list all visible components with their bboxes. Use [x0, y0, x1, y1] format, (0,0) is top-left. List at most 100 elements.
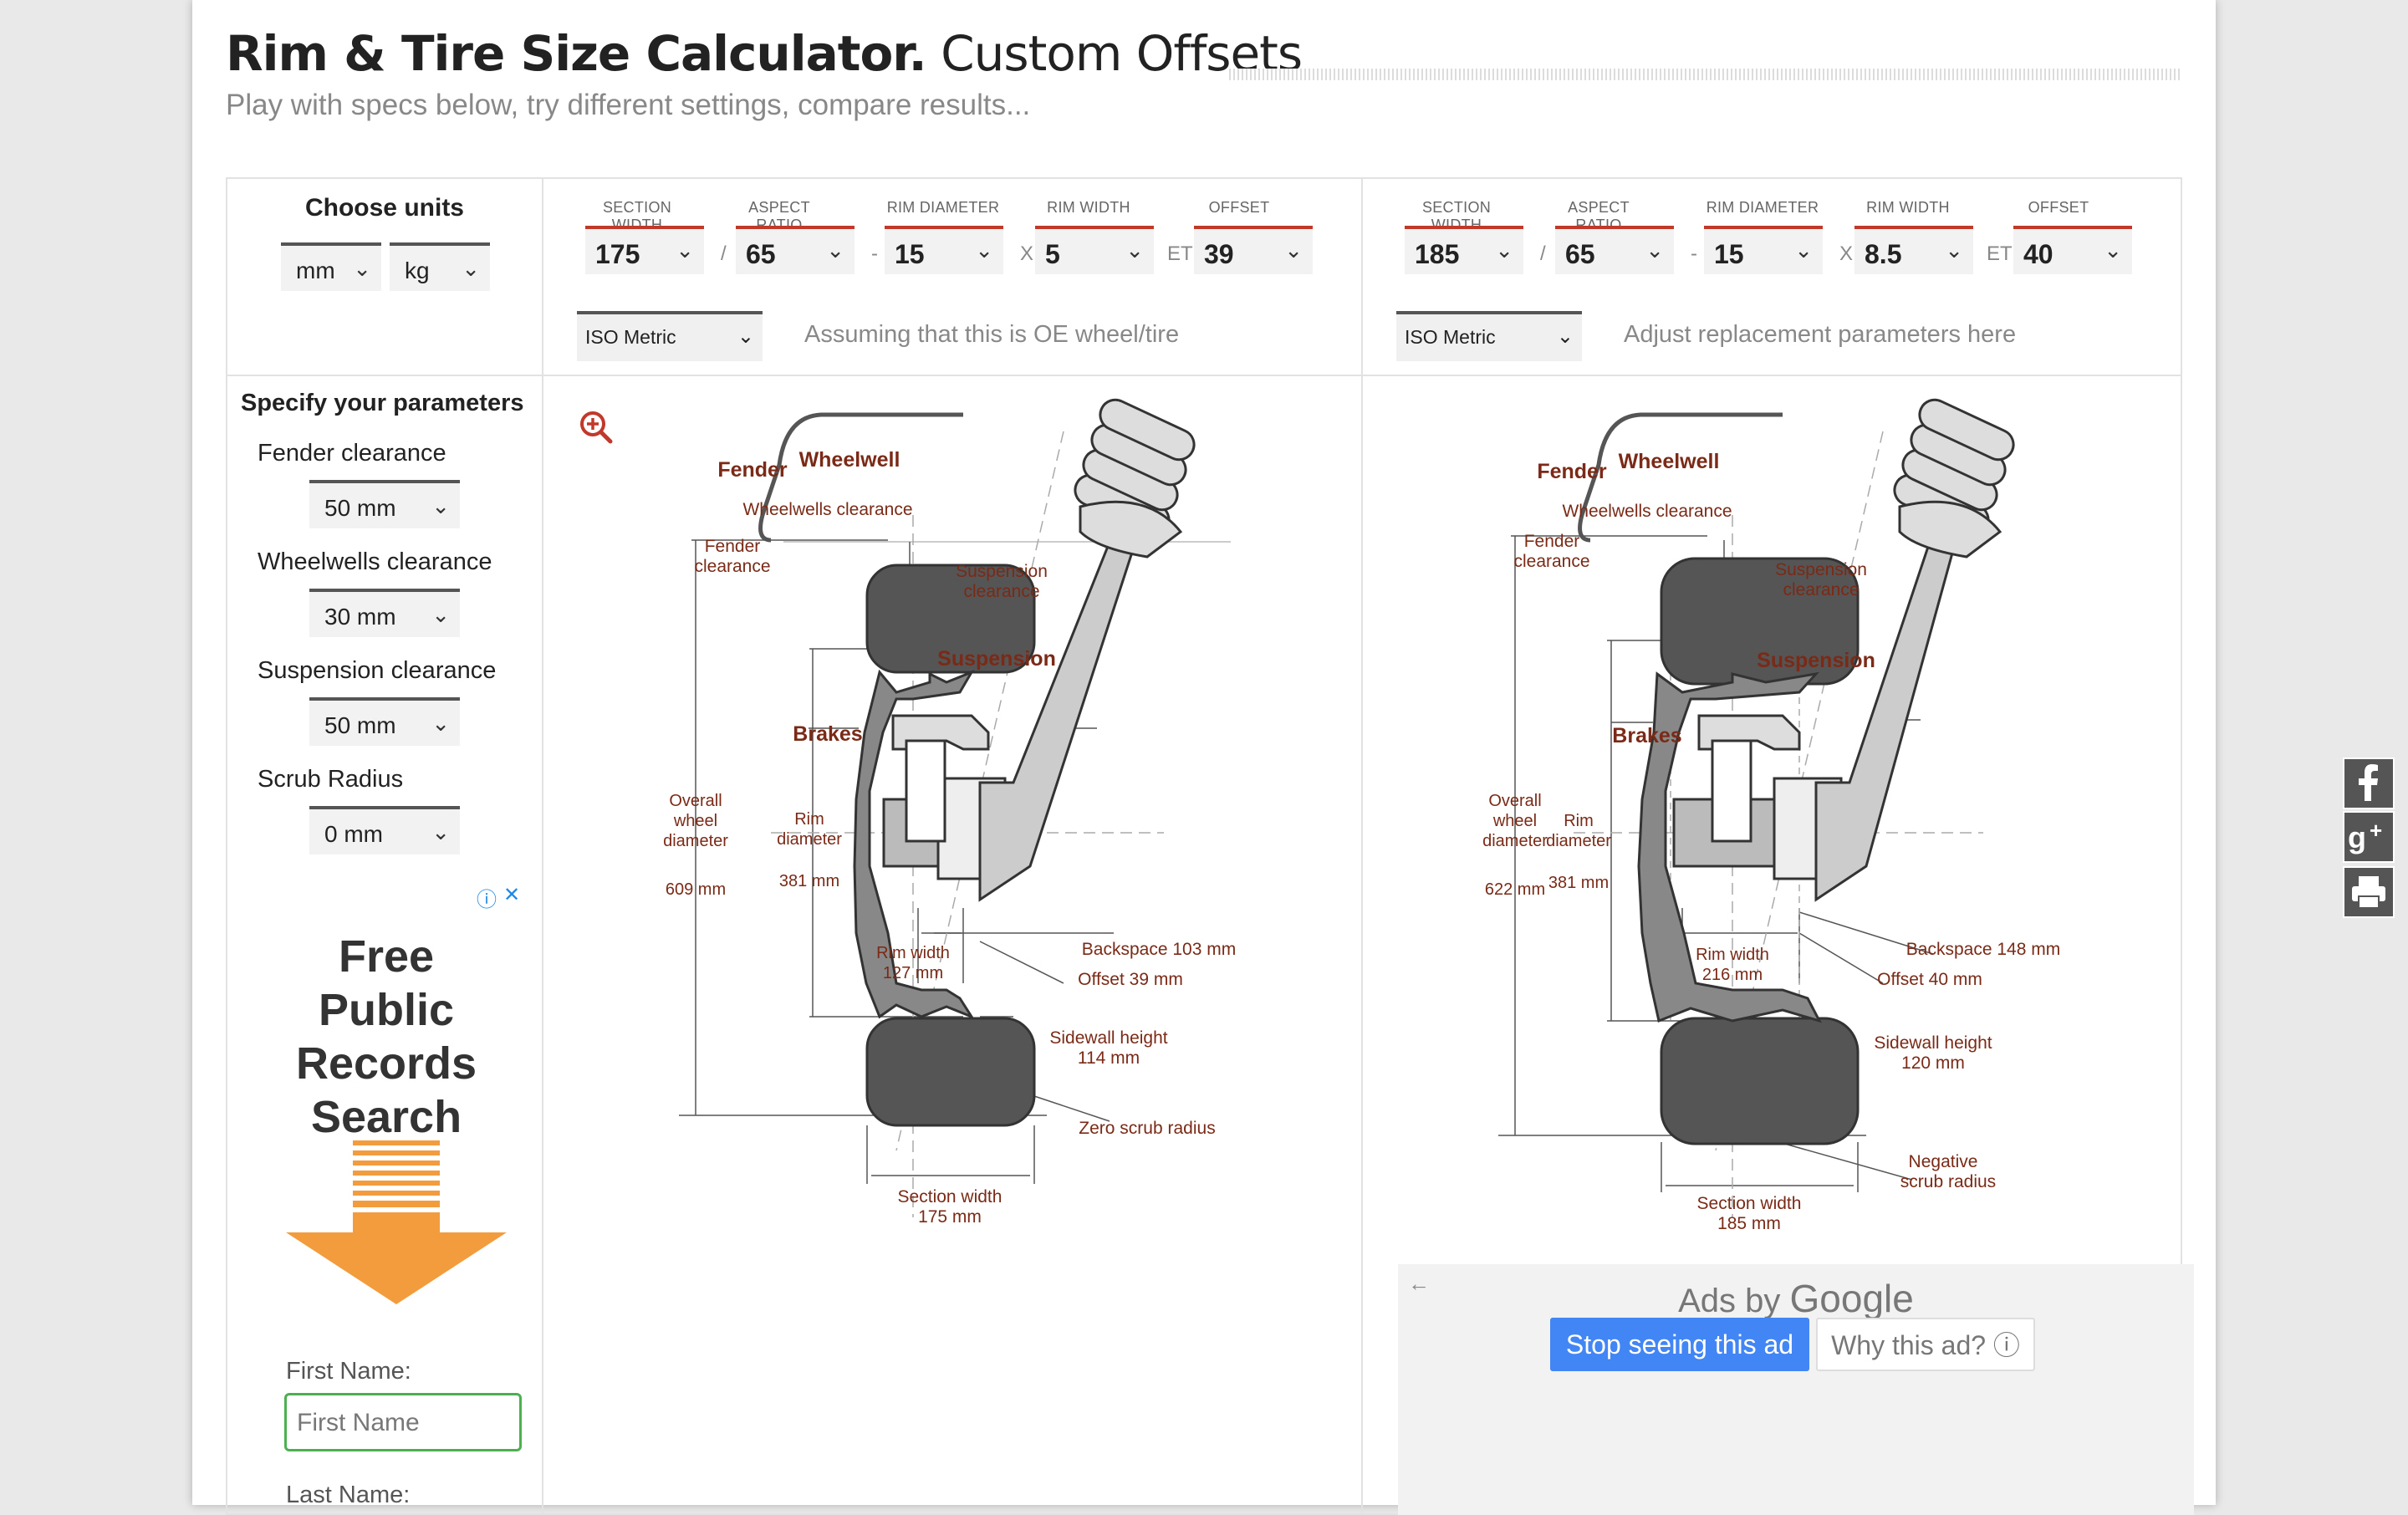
svg-text:clearance: clearance — [694, 557, 770, 576]
rep-hint: Adjust replacement parameters here — [1624, 321, 2017, 348]
rep-suspension-label: Suspension — [1757, 649, 1875, 672]
chevron-down-icon: ⌄ — [462, 256, 480, 281]
ad-close-icon[interactable]: ✕ — [503, 884, 521, 906]
svg-text:scrub radius: scrub radius — [1900, 1172, 1996, 1191]
suspension-clearance-select[interactable]: 50 mm⌄ — [309, 697, 460, 746]
svg-text:diameter: diameter — [1482, 832, 1548, 850]
svg-text:Suspension: Suspension — [956, 562, 1048, 581]
facebook-share-button[interactable] — [2343, 758, 2395, 809]
rep-section-width-select[interactable]: 185⌄ — [1405, 226, 1523, 274]
svg-text:clearance: clearance — [963, 582, 1039, 601]
print-button[interactable] — [2343, 866, 2395, 918]
rep-aspect-ratio-select[interactable]: 65⌄ — [1555, 226, 1674, 274]
rep-offset-select[interactable]: 40⌄ — [2013, 226, 2132, 274]
back-arrow-icon[interactable]: ← — [1408, 1271, 1430, 1296]
svg-text:Section width: Section width — [898, 1187, 1002, 1206]
rep-brakes-label: Brakes — [1612, 724, 1681, 747]
svg-text:+: + — [2370, 818, 2382, 843]
decorative-hatch — [1229, 69, 2182, 80]
oe-aspect-ratio-select[interactable]: 65⌄ — [736, 226, 855, 274]
fender-clearance-label: Fender clearance — [258, 440, 446, 467]
length-unit-select[interactable]: mm⌄ — [281, 242, 381, 291]
oe-suspension-label: Suspension — [937, 647, 1056, 671]
oe-wheel-diagram: Fender Wheelwell Wheelwells clearance Fe… — [663, 398, 1236, 1227]
rep-rim-width-label: RIM WIDTH — [1866, 199, 1950, 216]
svg-text:diameter: diameter — [1546, 832, 1611, 850]
oe-sidewall-value: 114 mm — [1078, 1048, 1140, 1068]
suspension-clearance-label: Suspension clearance — [258, 657, 497, 684]
svg-text:clearance: clearance — [1783, 580, 1859, 599]
oe-rim-width-value: 127 mm — [883, 964, 943, 982]
ads-by-google: Ads by Google — [1678, 1277, 1914, 1320]
svg-text:wheel: wheel — [673, 812, 717, 830]
rep-system-select[interactable]: ISO Metric⌄ — [1396, 311, 1582, 361]
wheelwells-clearance-select[interactable]: 30 mm⌄ — [309, 589, 460, 637]
google-ad-feedback: ← Ads by Google Stop seeing this ad Why … — [1398, 1264, 2194, 1515]
svg-text:Section width: Section width — [1697, 1194, 1802, 1213]
svg-text:Overall: Overall — [669, 792, 722, 810]
svg-text:Overall: Overall — [1488, 792, 1541, 810]
why-this-ad-button[interactable]: Why this ad? ⓘ — [1816, 1318, 2035, 1371]
facebook-icon — [2359, 764, 2378, 801]
rep-rim-diameter-select[interactable]: 15⌄ — [1704, 226, 1823, 274]
rep-rim-diameter-value: 381 mm — [1548, 874, 1609, 892]
stop-seeing-ad-button[interactable]: Stop seeing this ad — [1550, 1318, 1809, 1371]
page: Rim & Tire Size Calculator. Custom Offse… — [192, 0, 2216, 1515]
svg-text:diameter: diameter — [663, 832, 728, 850]
chevron-down-icon: ⌄ — [431, 602, 450, 627]
first-name-input[interactable]: First Name — [284, 1393, 522, 1451]
oe-system-select[interactable]: ISO Metric⌄ — [577, 311, 763, 361]
rep-offset-label: OFFSET — [2028, 199, 2089, 216]
oe-offset-select[interactable]: 39⌄ — [1194, 226, 1313, 274]
rep-overall-diameter-value: 622 mm — [1485, 880, 1545, 899]
svg-text:Sidewall height: Sidewall height — [1874, 1033, 1992, 1053]
chevron-down-icon: ⌄ — [431, 711, 450, 736]
rep-rim-width-value: 216 mm — [1702, 966, 1763, 984]
rep-rim-width-select[interactable]: 8.5⌄ — [1854, 226, 1973, 274]
ad-headline[interactable]: Free Public Records Search — [295, 931, 477, 1142]
fender-clearance-select[interactable]: 50 mm⌄ — [309, 480, 460, 528]
svg-text:Suspension: Suspension — [1775, 560, 1867, 579]
svg-text:Rim: Rim — [1564, 812, 1594, 830]
params-title: Specify your parameters — [241, 390, 524, 416]
page-subtitle: Play with specs below, try different set… — [226, 89, 1031, 121]
oe-section-width-select[interactable]: 175⌄ — [585, 226, 704, 274]
oe-brakes-label: Brakes — [793, 722, 862, 746]
rep-backspace-value: Backspace 148 mm — [1906, 940, 2060, 959]
rep-offset-value: Offset 40 mm — [1877, 970, 1982, 989]
svg-text:Sidewall height: Sidewall height — [1049, 1028, 1167, 1048]
oe-rim-diameter-value: 381 mm — [779, 872, 839, 890]
oe-fender-label: Fender — [717, 458, 788, 482]
oe-rim-width-label: RIM WIDTH — [1047, 199, 1130, 216]
ad-info-icon[interactable]: ⓘ — [477, 889, 497, 911]
oe-backspace-value: Backspace 103 mm — [1082, 940, 1236, 959]
ad-arrow-icon — [286, 1140, 507, 1304]
oe-section-width-value: 175 mm — [918, 1207, 982, 1227]
weight-unit-select[interactable]: kg⌄ — [390, 242, 490, 291]
oe-scrub-radius-value: Zero scrub radius — [1079, 1119, 1215, 1138]
rep-wheelwell-label: Wheelwell — [1619, 450, 1720, 473]
rep-fender-label: Fender — [1537, 460, 1607, 483]
rep-wheel-diagram: Fender Wheelwell Wheelwells clearance Fe… — [1482, 398, 2060, 1233]
last-name-label: Last Name: — [286, 1482, 411, 1508]
first-name-label: First Name: — [286, 1358, 411, 1385]
svg-text:wheel: wheel — [1492, 812, 1537, 830]
print-icon — [2352, 876, 2385, 909]
calculator-panel: Choose units mm⌄ kg⌄ Specify your parame… — [226, 177, 2194, 1515]
oe-wheelwells-clearance-label: Wheelwells clearance — [742, 500, 912, 519]
svg-text:Rim: Rim — [794, 810, 824, 829]
chevron-down-icon: ⌄ — [431, 493, 450, 518]
oe-offset-value: Offset 39 mm — [1078, 970, 1183, 989]
rep-scrub-radius-value: Negative — [1909, 1152, 1978, 1171]
zoom-in-icon[interactable] — [579, 410, 614, 445]
rep-sidewall-value: 120 mm — [1901, 1053, 1965, 1073]
oe-rim-width-select[interactable]: 5⌄ — [1035, 226, 1154, 274]
google-plus-share-button[interactable]: g + — [2343, 811, 2395, 863]
oe-rim-diameter-select[interactable]: 15⌄ — [885, 226, 1003, 274]
rep-wheelwells-clearance-label: Wheelwells clearance — [1562, 502, 1732, 521]
svg-text:diameter: diameter — [777, 830, 842, 849]
units-title: Choose units — [304, 194, 464, 222]
svg-text:g: g — [2348, 820, 2366, 854]
scrub-radius-select[interactable]: 0 mm⌄ — [309, 806, 460, 854]
google-plus-icon: g + — [2348, 818, 2382, 854]
